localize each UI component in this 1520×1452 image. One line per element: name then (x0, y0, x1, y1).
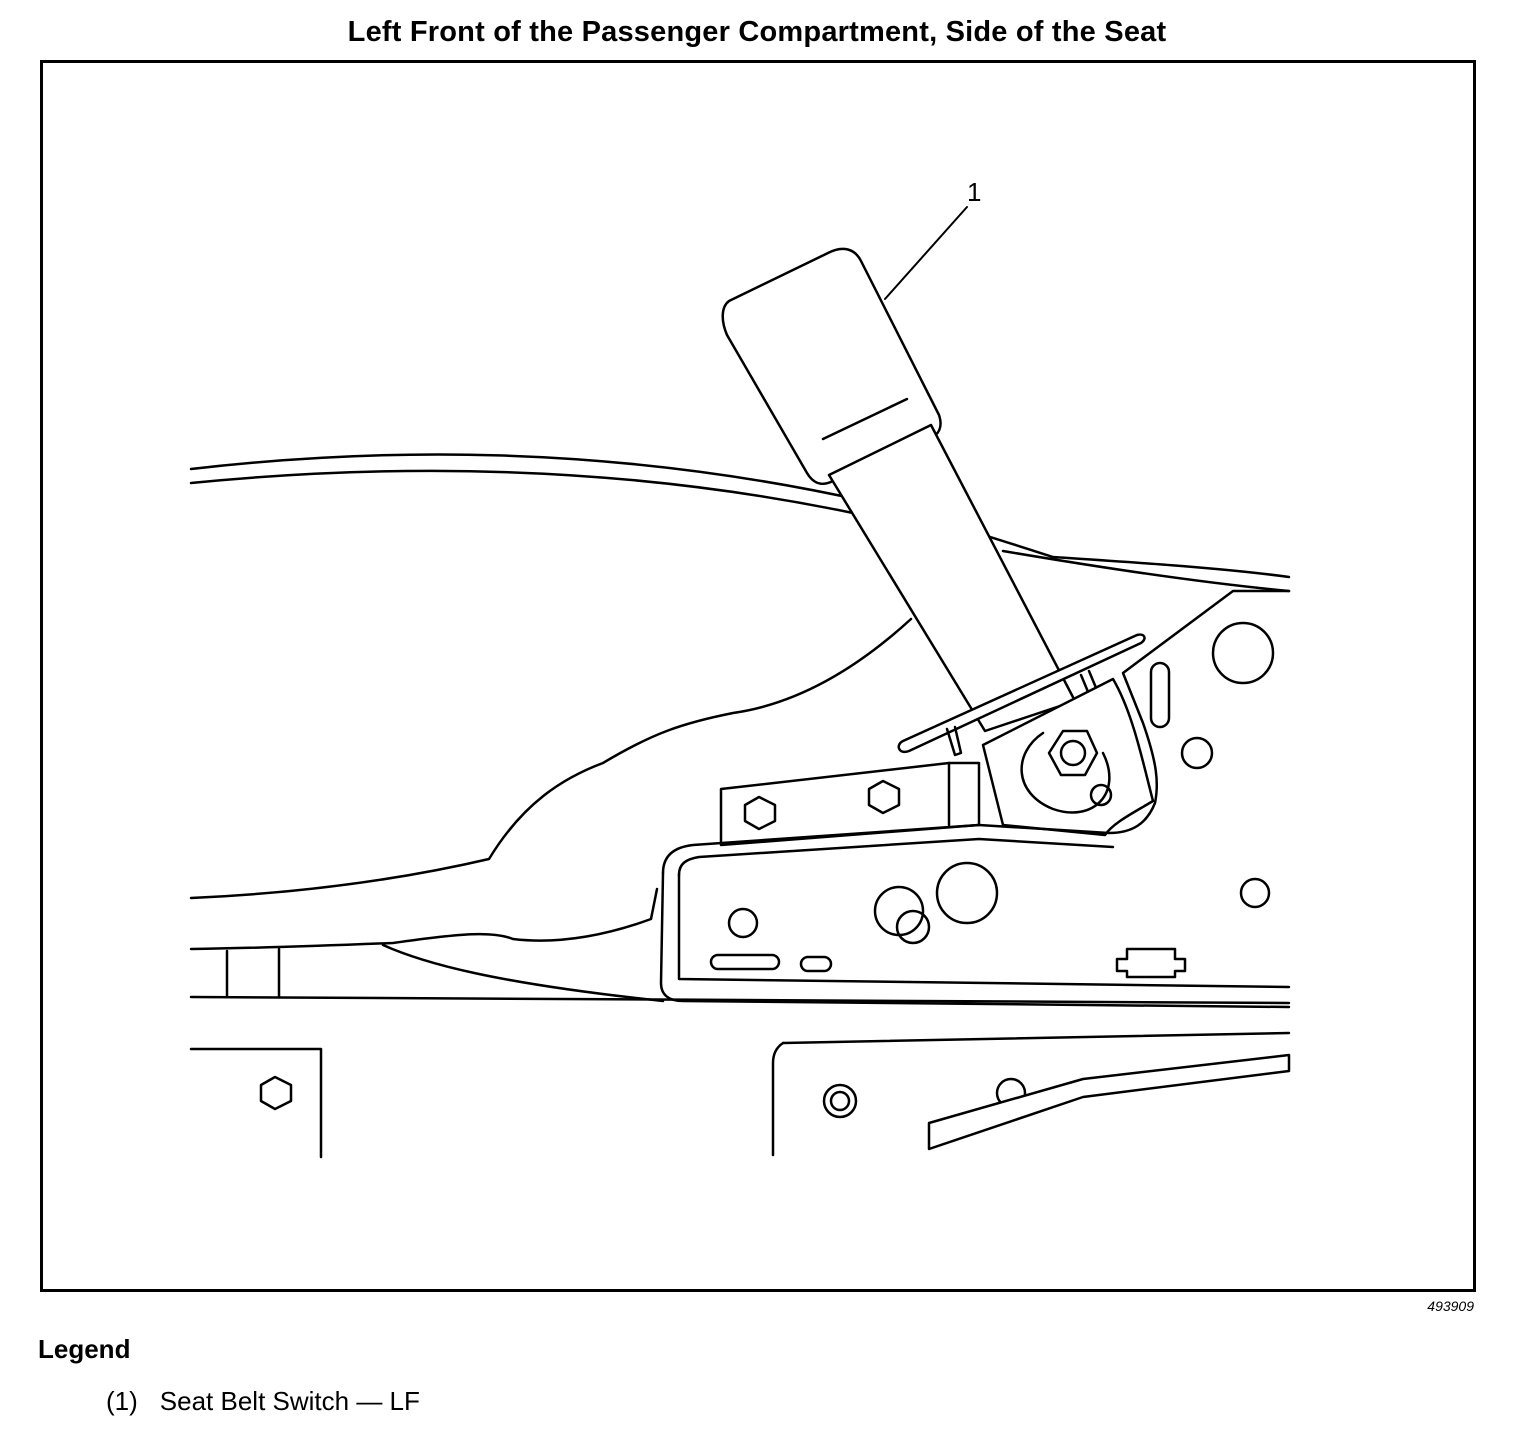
legend-item-label: Seat Belt Switch — LF (159, 1386, 420, 1416)
legend-heading: Legend (38, 1334, 131, 1364)
seat-frame (659, 589, 1291, 1009)
seat-belt-switch-illustration: 1 (189, 177, 1291, 1159)
belt-anchor-bracket (897, 633, 1155, 837)
callout-1: 1 (967, 177, 981, 207)
figure-id: 493909 (1427, 1298, 1474, 1314)
seat-belt-switch (721, 206, 1077, 733)
legend-item-number: (1) (106, 1386, 138, 1416)
illustration-frame: 1 (40, 60, 1476, 1292)
figure-title: Left Front of the Passenger Compartment,… (347, 16, 1167, 48)
legend-item: (1) Seat Belt Switch — LF (106, 1386, 420, 1417)
floor-track (189, 947, 1291, 1159)
